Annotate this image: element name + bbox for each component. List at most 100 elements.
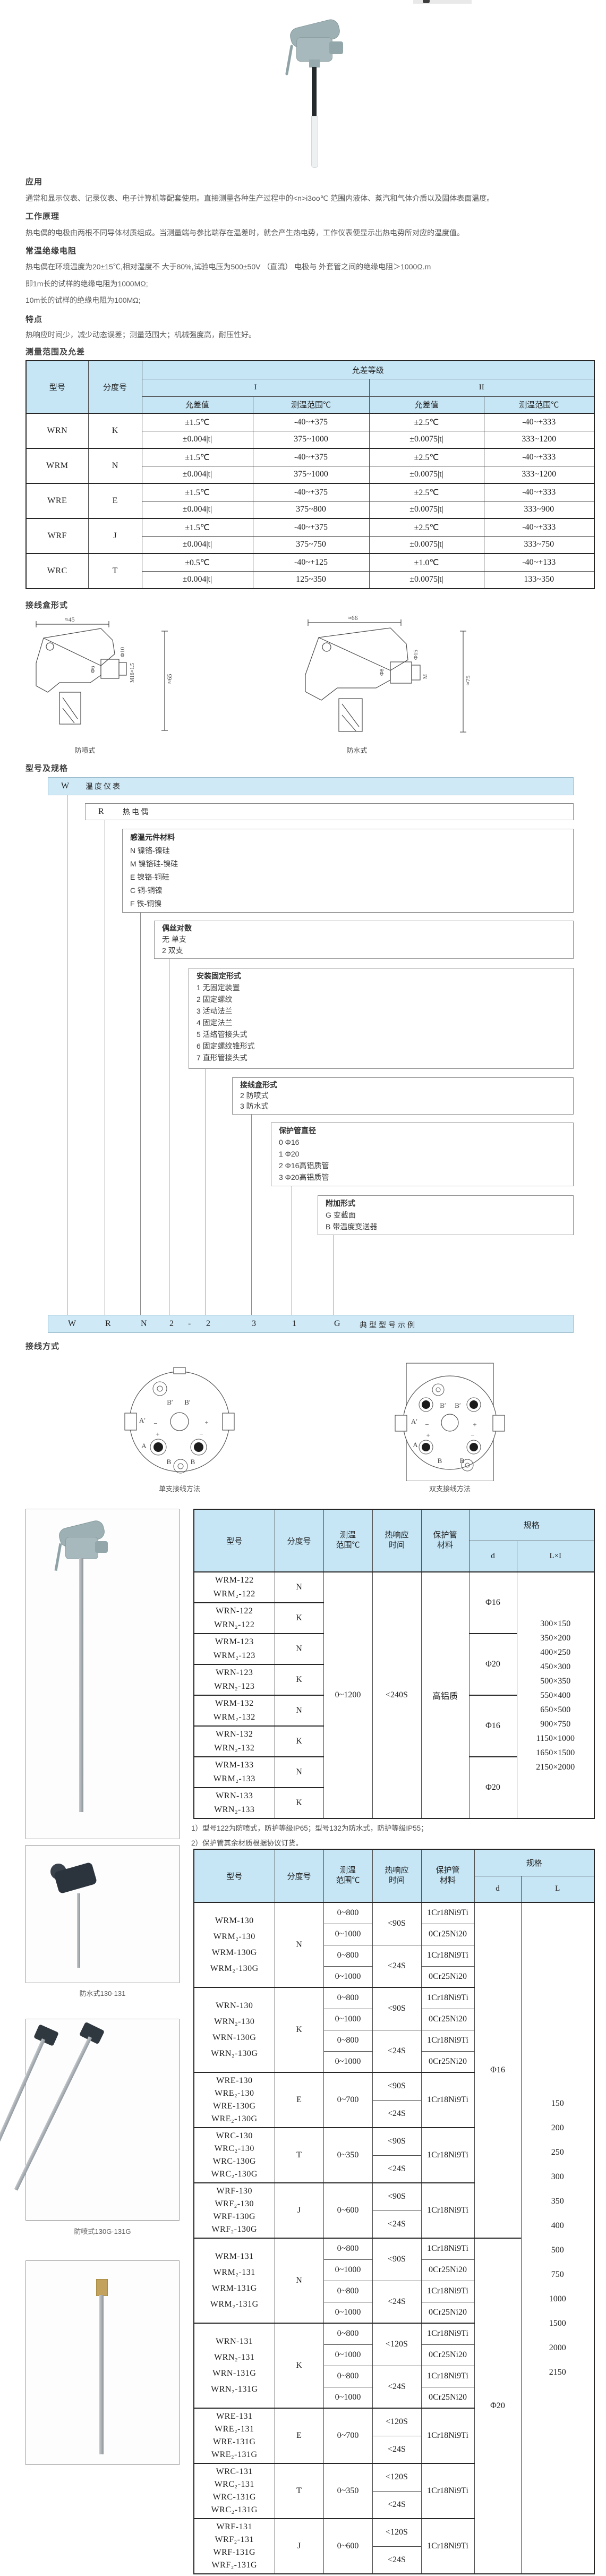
model-line: WRC₂-131 xyxy=(214,2480,254,2489)
temp-cell: 0~1000 xyxy=(323,2008,373,2030)
terminal-label: B xyxy=(460,1457,465,1465)
terminal-label: B xyxy=(167,1458,172,1466)
example-code: - xyxy=(188,1319,191,1328)
value-cell: -40~+333 xyxy=(483,448,595,466)
col-header-material: 保护管材料 xyxy=(421,1849,475,1903)
temp-cell: 0~800 xyxy=(323,1987,373,2009)
resp-cell: <90S xyxy=(372,2238,422,2281)
terminal-label: A xyxy=(141,1442,147,1450)
temp-cell: 0~800 xyxy=(323,2280,373,2302)
tree-box-title: 接线盒形式 xyxy=(240,1081,277,1089)
value-cell: -40~+375 xyxy=(252,483,370,501)
graduation-cell: K xyxy=(274,1664,324,1696)
model-line: WRM₂-131 xyxy=(213,2268,255,2277)
head-body xyxy=(79,2021,105,2045)
model-line: WRN-132 xyxy=(216,1730,253,1739)
model-line: WRM-130G xyxy=(211,1948,257,1957)
product-photo-thermocouple xyxy=(281,18,356,169)
probe-fitting xyxy=(96,2279,108,2296)
head-side-fitting xyxy=(329,41,343,54)
model-line: WRN-131 xyxy=(216,2337,253,2346)
mat-cell: 0Cr25Ni20 xyxy=(421,2051,475,2073)
model-line: WRN₂-130 xyxy=(214,2017,255,2026)
probe-rod xyxy=(79,1558,83,1812)
model-line: WRC₂-130 xyxy=(214,2144,254,2153)
head-side-fitting xyxy=(95,1541,108,1553)
tree-box-item: 1 Φ20 xyxy=(279,1150,300,1158)
note-1: 1）型号122为防喷式，防护等级IP65；型号132为防水式，防护等级IP55； xyxy=(191,1824,428,1832)
mat-cell: 0Cr25Ni20 xyxy=(421,1966,475,1988)
col-header-d: d xyxy=(474,1875,522,1903)
value-cell: 125~350 xyxy=(252,571,370,589)
temp-cell: 0~1200 xyxy=(323,1571,373,1819)
terminal-label: B′ xyxy=(440,1401,446,1409)
heading-wiring: 接线方式 xyxy=(25,1342,60,1351)
d-cell: Φ20 xyxy=(468,1633,517,1696)
model-line: WRN₂-131G xyxy=(211,2385,258,2394)
mat-cell: 1Cr18Ni9Ti xyxy=(421,2182,475,2239)
model-line: WRN₂-130G xyxy=(211,2049,258,2058)
terminal-label: B xyxy=(438,1457,442,1465)
resp-cell: <240S xyxy=(372,1571,422,1819)
photo-box-long-probe xyxy=(25,2260,180,2465)
header-line: 测温 xyxy=(339,1531,356,1540)
example-code: R xyxy=(105,1319,111,1328)
graduation-cell: E xyxy=(274,2408,324,2464)
tree-connector-line xyxy=(140,913,141,1315)
model-line: WRC-130G xyxy=(212,2157,256,2166)
model-cell: WRC xyxy=(25,553,89,589)
graduation-cell: K xyxy=(274,1602,324,1634)
heading-junction-box: 接线盒形式 xyxy=(25,601,69,610)
mat-cell: 1Cr18Ni9Ti xyxy=(421,2238,475,2260)
length-value: 900×750 xyxy=(540,1719,571,1729)
tree-box-item: 6 固定螺纹锥形式 xyxy=(197,1042,255,1050)
mat-cell: 1Cr18Ni9Ti xyxy=(421,2029,475,2052)
example-code: 3 xyxy=(252,1319,256,1328)
value-cell: 333~1200 xyxy=(483,465,595,484)
value-cell: 333~900 xyxy=(483,500,595,519)
graduation-cell: T xyxy=(274,2463,324,2519)
junction-right-label: 防水式 xyxy=(346,746,368,754)
terminal-sign: − xyxy=(471,1431,474,1439)
terminal-sign: + xyxy=(156,1430,159,1438)
tolerance-row: ±0.004|t|375~800±0.0075|t|333~900 xyxy=(26,500,595,519)
value-cell: ±2.5℃ xyxy=(369,518,484,537)
tree-box-item: 1 无固定装置 xyxy=(197,983,240,992)
model-line: WRE-131 xyxy=(216,2412,253,2421)
model-line: WRE-131G xyxy=(213,2437,256,2446)
value-cell: ±1.5℃ xyxy=(141,483,253,501)
value-cell: ±0.0075|t| xyxy=(369,500,484,519)
col-header-class-1: I xyxy=(141,378,370,397)
temp-cell: 0~800 xyxy=(323,2323,373,2345)
model-line: WRC-130 xyxy=(216,2131,253,2140)
graduation-cell: N xyxy=(88,448,142,484)
tolerance-row: ±0.004|t|125~350±0.0075|t|133~350 xyxy=(26,571,595,589)
length-value: 300 xyxy=(551,2172,564,2181)
dim-label: ≈45 xyxy=(65,616,75,623)
value-cell: -40~+375 xyxy=(252,448,370,466)
graduation-cell: T xyxy=(88,553,142,589)
tolerance-row: ±0.004|t|375~1000±0.0075|t|333~1200 xyxy=(26,430,595,449)
graduation-cell: K xyxy=(88,413,142,449)
head-body xyxy=(296,37,332,62)
